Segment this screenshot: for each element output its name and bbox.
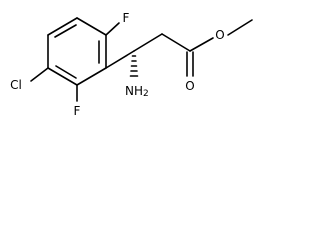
amine-label-subscript: 2 bbox=[143, 89, 149, 99]
bond-ring-chiral-carbon bbox=[105, 50, 135, 69]
fluorine-bottom-label: F bbox=[74, 104, 81, 118]
amine-label: NH2 bbox=[125, 84, 149, 99]
fluorine-top-label: F bbox=[123, 11, 130, 25]
ring-bond-c5-c6 bbox=[76, 67, 107, 86]
carbonyl-oxygen-label: O bbox=[185, 79, 194, 93]
bond-ring-chlorine bbox=[30, 67, 49, 82]
chemical-structure: F Cl F NH2 O O bbox=[10, 11, 253, 118]
ring-bond-c4-c5 bbox=[47, 67, 78, 86]
ester-oxygen-label: O bbox=[215, 28, 224, 42]
bond-ch2-carbonyl-carbon bbox=[161, 33, 191, 52]
bond-chiral-carbon-ch2 bbox=[133, 33, 163, 52]
hashed-wedge-bond bbox=[129, 55, 139, 77]
chlorine-label: Cl bbox=[10, 78, 22, 92]
benzene-ring bbox=[47, 17, 107, 86]
ring-double-bond-inner-3 bbox=[55, 65, 77, 79]
ring-double-bond-inner-1 bbox=[54, 24, 77, 38]
bond-ring-fluorine-top bbox=[105, 22, 120, 36]
bond-ester-oxygen-methyl bbox=[227, 19, 253, 36]
ring-bond-c1-c2 bbox=[76, 17, 107, 36]
ring-bond-c2-c3 bbox=[47, 17, 78, 36]
bond-carbonyl-ester-oxygen bbox=[189, 37, 214, 52]
amine-label-main: NH bbox=[125, 84, 143, 98]
